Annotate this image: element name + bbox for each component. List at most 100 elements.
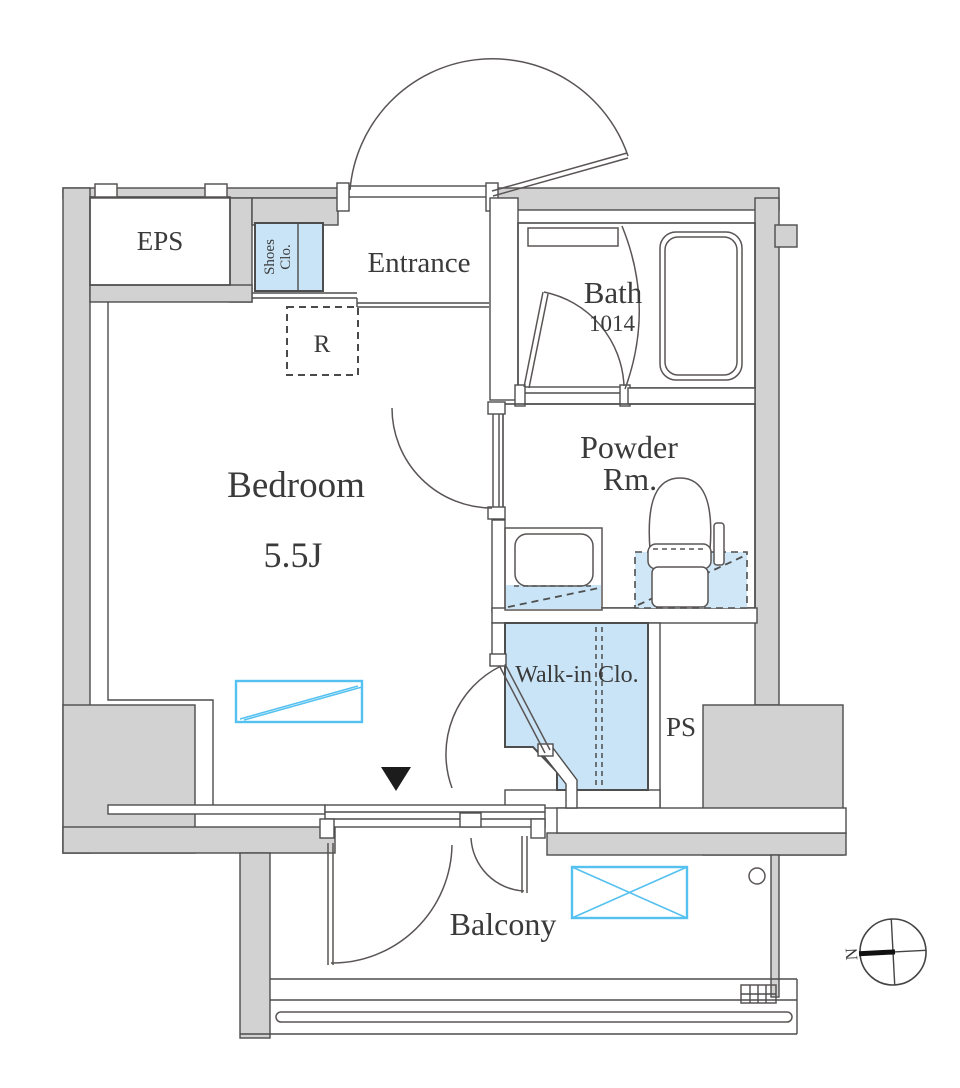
balcony-top-wall-right bbox=[546, 832, 847, 856]
powder-door-jamb-bottom bbox=[487, 506, 506, 520]
walkin-right-wall bbox=[647, 622, 661, 809]
bedroom: R Bedroom 5.5J bbox=[107, 302, 506, 815]
evacuation-hatch bbox=[740, 984, 777, 1004]
balcony: Balcony bbox=[240, 804, 798, 1035]
powder-door-leaf bbox=[492, 414, 500, 507]
bath-size-label: 1014 bbox=[589, 311, 636, 336]
eps-room: EPS bbox=[89, 183, 231, 286]
evacuation-hatch-grid bbox=[741, 985, 776, 1003]
bath-sill bbox=[517, 386, 629, 405]
balcony-window-tracks bbox=[325, 811, 545, 820]
walkin-label: Walk-in Clo. bbox=[515, 662, 638, 688]
air-conditioner-outline bbox=[234, 679, 364, 724]
toilet-tank bbox=[651, 566, 709, 608]
pipe-space-label: PS bbox=[666, 712, 696, 742]
equipment-box-outline bbox=[570, 865, 689, 920]
equipment-box-cross bbox=[571, 866, 688, 919]
entrance-door-jamb-left bbox=[336, 182, 350, 212]
shoes-closet-box bbox=[254, 222, 324, 292]
toilet-bowl bbox=[648, 477, 712, 551]
toilet-seat bbox=[647, 543, 712, 570]
bedroom-size-label: 5.5J bbox=[263, 535, 322, 575]
balcony-railing bbox=[240, 978, 798, 1035]
washbasin-counter bbox=[504, 527, 603, 611]
bath-window bbox=[527, 227, 619, 247]
eps-vent-right bbox=[204, 183, 228, 198]
entrance: Entrance bbox=[252, 58, 629, 308]
powder-top-wall bbox=[627, 387, 756, 405]
balcony-label: Balcony bbox=[450, 906, 557, 942]
entrance-label: Entrance bbox=[367, 247, 470, 279]
powder-room-door bbox=[391, 401, 506, 520]
eps-bottom-wall bbox=[89, 284, 253, 303]
bath-door-jamb-left bbox=[514, 384, 526, 407]
balcony-door-left-arc bbox=[330, 844, 453, 964]
walkin-door-leaf bbox=[499, 663, 551, 754]
bathtub-outer bbox=[659, 231, 743, 381]
eps-outline bbox=[89, 196, 231, 286]
right-wall bbox=[754, 197, 780, 706]
bath-door-arc bbox=[543, 291, 625, 387]
walkin-door-jamb-bottom bbox=[537, 743, 554, 757]
bath-door-swing-curve bbox=[621, 225, 640, 390]
entrance-door-arc bbox=[349, 58, 629, 191]
shoes-closet-label-2: Clo. bbox=[278, 244, 294, 269]
powder-door-jamb-top bbox=[487, 401, 506, 415]
refrigerator-space bbox=[286, 306, 359, 376]
compass-needle bbox=[858, 949, 896, 957]
bath-door-leaf bbox=[523, 291, 549, 389]
balcony-door-right-arc bbox=[470, 837, 525, 892]
shoes-top-wall bbox=[251, 197, 339, 226]
entrance-step-edge bbox=[252, 292, 489, 308]
right-wall-tab bbox=[774, 224, 798, 248]
toilet bbox=[634, 477, 748, 609]
balcony-door-jamb-center bbox=[459, 812, 482, 828]
bathtub-inner bbox=[664, 236, 738, 376]
walkin-door-arc bbox=[445, 665, 502, 789]
bath-room: Bath 1014 bbox=[489, 197, 756, 407]
shoes-closet: Shoes Clo. bbox=[254, 222, 324, 292]
balcony-equipment-box bbox=[570, 865, 689, 920]
entrance-threshold bbox=[348, 185, 488, 198]
air-conditioner-diagonal bbox=[239, 685, 363, 721]
bath-label: Bath bbox=[584, 275, 643, 310]
air-conditioner-box bbox=[234, 679, 364, 724]
entrance-door-leaf bbox=[491, 152, 629, 197]
compass: N bbox=[842, 918, 927, 986]
balcony-window-frame bbox=[324, 804, 546, 828]
entrance-direction-marker bbox=[381, 767, 411, 791]
bedroom-inner-boundary bbox=[107, 302, 214, 805]
bath-left-wall bbox=[489, 197, 519, 401]
washbasin-sink bbox=[514, 533, 594, 587]
balcony-door-jamb-left bbox=[319, 818, 335, 839]
bedroom-label: Bedroom bbox=[227, 465, 365, 506]
eps-vent-left bbox=[94, 183, 118, 198]
washbasin bbox=[504, 527, 603, 611]
walkin-closet: Walk-in Clo. PS bbox=[445, 622, 847, 834]
refrigerator-label: R bbox=[314, 331, 331, 358]
toilet-diagonal bbox=[637, 555, 745, 606]
toilet-control bbox=[713, 522, 725, 566]
washbasin-diagonal bbox=[507, 587, 600, 608]
eps-label: EPS bbox=[137, 226, 184, 256]
walkin-door-jamb-top bbox=[489, 653, 507, 667]
compass-north-label: N bbox=[842, 948, 862, 961]
bedroom-bottom-wall bbox=[107, 804, 326, 815]
balcony-door-jamb-right bbox=[530, 818, 546, 839]
balcony-left-wall bbox=[239, 852, 271, 1039]
railing-handrail bbox=[275, 1011, 793, 1023]
balcony-door-left-leaf bbox=[327, 843, 334, 965]
drain-circle bbox=[748, 867, 766, 885]
powder-left-wall bbox=[491, 519, 506, 613]
balcony-partition bbox=[770, 854, 780, 998]
powder-door-arc bbox=[391, 407, 493, 509]
shoes-closet-label-1: Shoes bbox=[262, 239, 278, 275]
powder-label-1: Powder bbox=[580, 429, 678, 465]
washbasin-floor-zone bbox=[506, 585, 601, 609]
powder-room: Powder Rm. bbox=[491, 387, 758, 624]
balcony-window-unit bbox=[319, 804, 546, 965]
balcony-door-right-leaf bbox=[521, 836, 528, 893]
top-wall-right bbox=[486, 187, 780, 211]
